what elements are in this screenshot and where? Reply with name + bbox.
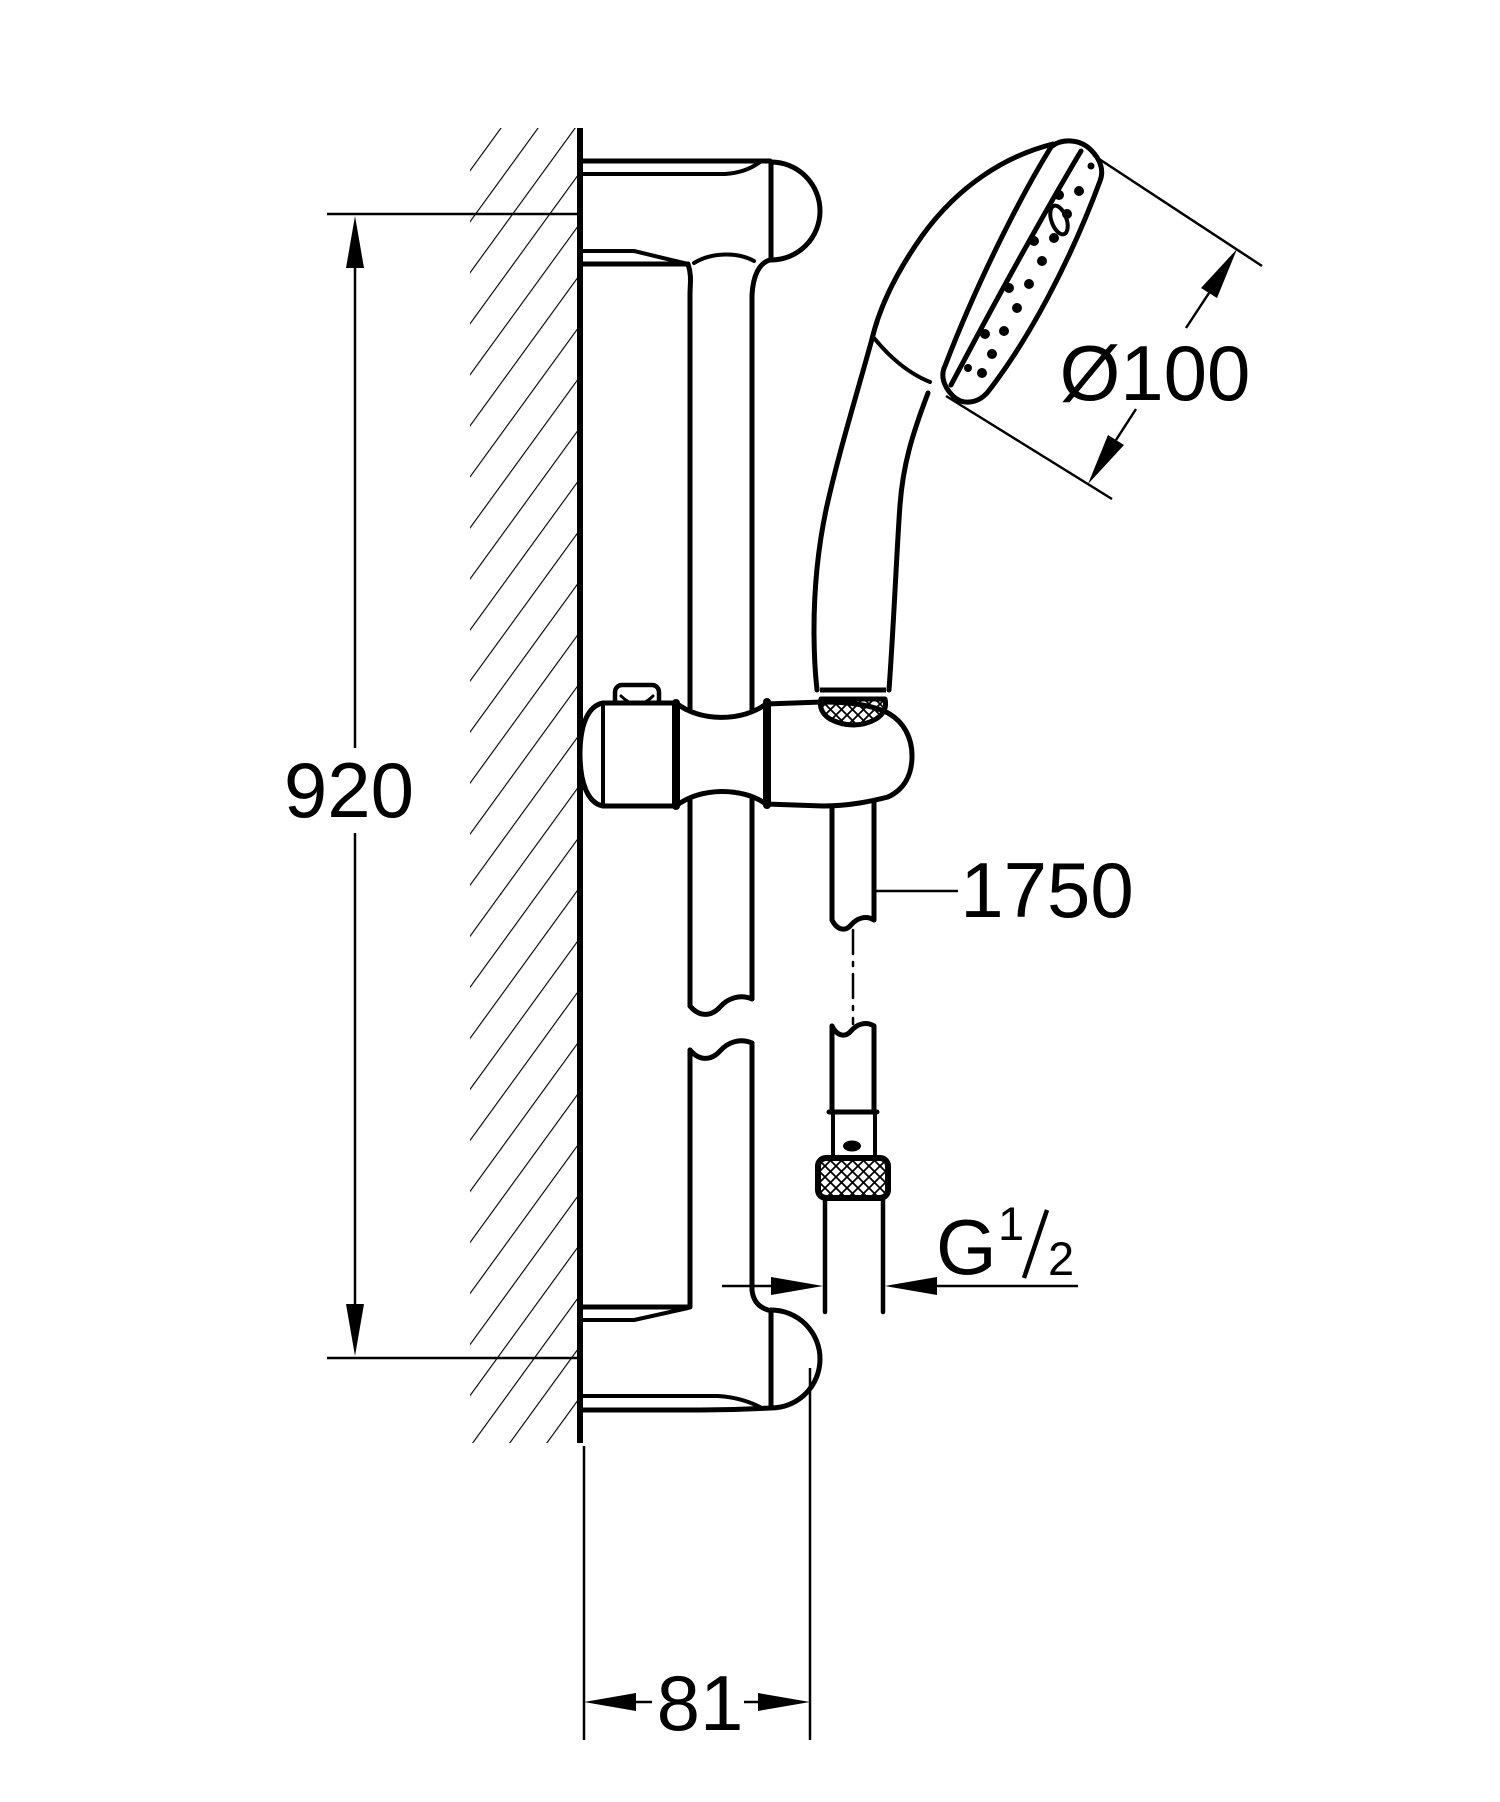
nozzle-dot [1074,186,1084,196]
handle-left-edge [811,336,875,693]
nozzle-dot [977,368,987,378]
dim-thread-arrow-left [771,1277,823,1295]
dim-100-stub-upper [1184,292,1211,329]
dim-thread-numerator: 1 [998,1197,1024,1250]
dim-thread-letter: G [936,1203,997,1291]
shower-handle [811,336,932,693]
dim-thread-denominator: 2 [1048,1232,1074,1285]
shower-head-face-rim-line [948,148,1084,388]
shower-head-back-outline [869,141,1056,342]
wall-section [470,128,583,1443]
fitting-mark [843,1140,861,1152]
shower-rail [579,158,823,1413]
wall-hatching [470,128,580,1443]
rail-bottom-end-cap [768,1307,823,1411]
nozzle-dot [1004,283,1014,293]
nozzle-dot [980,329,990,339]
rail-break-upper [687,994,755,1017]
dim-920-arrow-up [346,216,364,268]
nozzle-dot [987,349,997,359]
dim-920-arrow-down [346,1304,364,1356]
dim-81-arrow-left [584,1693,636,1711]
dim-wall-depth [582,1368,812,1740]
nozzle-dot [1037,256,1047,266]
hose-break-lower [829,1021,877,1038]
knurled-ring-lower [815,1155,891,1201]
dim-thread: G 1 2 [722,1197,1078,1295]
nozzle-dot [999,326,1009,336]
hose-end-fitting [826,1109,880,1160]
dim-100-stub-lower [1114,408,1138,441]
hose-break-upper [829,915,877,932]
knurled-ring-upper [817,696,889,728]
nozzle-dot [1024,279,1034,289]
dim-wall-depth-label: 81 [657,1659,744,1747]
handle-head-crease [872,336,932,384]
nozzle-dot [1054,190,1064,200]
nozzle-dot [1087,162,1095,170]
dim-thread-fraction-slash [1021,1209,1050,1279]
nozzle-dot [1012,303,1022,313]
shower-hose [815,928,891,1315]
rail-top-end-cap [768,159,823,263]
rail-break-lower [687,1038,755,1061]
rail-tube [687,292,755,1310]
nozzle-dot [964,364,972,372]
dim-100-extension-upper [1092,153,1263,268]
nozzle-dot [1029,236,1039,246]
hose-nut-upper [817,687,889,728]
dim-hose-length: 1750 [876,846,1134,934]
rail-top-bracket [579,158,823,298]
nozzle-dot [1062,209,1072,219]
dim-hose-length-label: 1750 [960,846,1134,934]
nozzle-dot [1049,233,1059,243]
dim-100-arrow-lower [1088,435,1124,484]
rail-bottom-bracket [579,1287,823,1413]
dim-head-diameter [945,153,1263,501]
dim-bar-height-label: 920 [284,746,414,834]
spray-nozzle-dots [964,162,1095,378]
handle-right-edge [886,390,931,693]
dim-thread-arrow-right [885,1277,937,1295]
dim-100-extension-lower [945,394,1113,501]
dim-100-arrow-upper [1201,249,1237,298]
dim-head-diameter-label: Ø100 [1060,329,1251,417]
dim-81-arrow-right [758,1693,810,1711]
dim-bar-height [327,212,577,1360]
